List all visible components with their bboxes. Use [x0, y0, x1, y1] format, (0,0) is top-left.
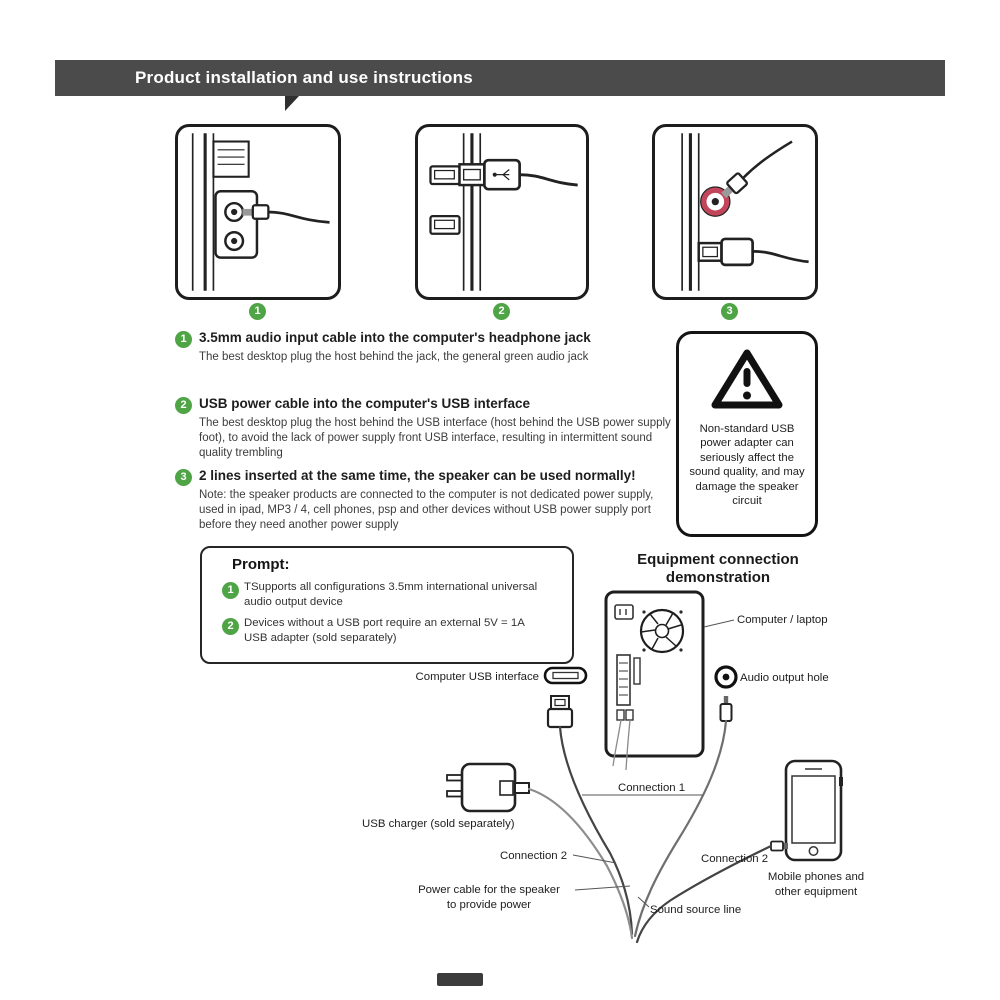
label-mobile-phones: Mobile phones and other equipment: [757, 870, 875, 900]
step-3-number: 3: [175, 469, 192, 486]
label-mobile-phones-line2: other equipment: [774, 885, 858, 898]
mobile-phone-icon: [770, 759, 843, 862]
prompt-item-2-number: 2: [222, 618, 239, 635]
usb-plug-icon: [546, 695, 574, 729]
demo-heading: Equipment connection demonstration: [600, 551, 836, 587]
computer-tower-icon: [604, 590, 705, 771]
label-computer-usb-interface: Computer USB interface: [415, 671, 539, 683]
illustration-usb-port-panel: [415, 124, 589, 300]
step-3-title: 2 lines inserted at the same time, the s…: [199, 468, 636, 483]
step-3-body: Note: the speaker products are connected…: [199, 489, 654, 532]
panel-badge-3: 3: [721, 303, 738, 320]
usb-port-illustration: [429, 133, 578, 291]
warning-triangle-icon: [711, 349, 783, 409]
warning-text: Non-standard USB power adapter can serio…: [689, 423, 805, 508]
label-mobile-phones-line1: Mobile phones and: [767, 871, 865, 883]
prompt-box: Prompt: 1 TSupports all configurations 3…: [200, 546, 574, 664]
label-usb-charger: USB charger (sold separately): [362, 818, 515, 830]
step-2-body: The best desktop plug the host behind th…: [199, 417, 671, 460]
audio-plug-icon: [719, 696, 733, 722]
usb-port-icon: [543, 666, 588, 685]
label-power-cable-line1: Power cable for the speaker: [418, 884, 560, 896]
step-1-body: The best desktop plug the host behind th…: [199, 351, 589, 363]
label-computer-laptop: Computer / laptop: [737, 614, 828, 626]
demo-heading-line2: demonstration: [665, 569, 771, 586]
label-connection-2-left: Connection 2: [500, 850, 568, 862]
label-audio-output-hole: Audio output hole: [740, 672, 829, 684]
audio-output-hole-icon: [714, 665, 738, 689]
audio-jack-illustration: [191, 133, 330, 291]
demo-heading-line1: Equipment connection: [637, 551, 799, 568]
prompt-title: Prompt:: [232, 556, 290, 573]
bottom-watermark: [437, 973, 483, 986]
panel-badge-2: 2: [493, 303, 510, 320]
label-power-cable: Power cable for the speaker to provide p…: [405, 883, 573, 913]
page-header: Product installation and use instruction…: [55, 60, 945, 96]
warning-box: Non-standard USB power adapter can serio…: [676, 331, 818, 537]
usb-charger-icon: [446, 762, 530, 813]
panel-badge-1: 1: [249, 303, 266, 320]
prompt-item-1-text: TSupports all configurations 3.5mm inter…: [244, 581, 538, 608]
label-sound-source-line: Sound source line: [650, 904, 742, 916]
label-connection-2-right: Connection 2: [701, 853, 769, 865]
label-connection-1: Connection 1: [618, 782, 686, 794]
step-1-title: 3.5mm audio input cable into the compute…: [199, 330, 591, 345]
illustration-both-cables-panel: [652, 124, 818, 300]
both-cables-illustration: [681, 133, 809, 291]
prompt-item-2-text: Devices without a USB port require an ex…: [244, 617, 525, 644]
prompt-item-1-number: 1: [222, 582, 239, 599]
step-1-number: 1: [175, 331, 192, 348]
header-fold-decoration: [285, 96, 299, 111]
step-2-title: USB power cable into the computer's USB …: [199, 396, 531, 411]
illustration-audio-jack-panel: [175, 124, 341, 300]
label-power-cable-line2: to provide power: [446, 898, 532, 911]
page-title: Product installation and use instruction…: [135, 68, 473, 87]
step-2-number: 2: [175, 397, 192, 414]
